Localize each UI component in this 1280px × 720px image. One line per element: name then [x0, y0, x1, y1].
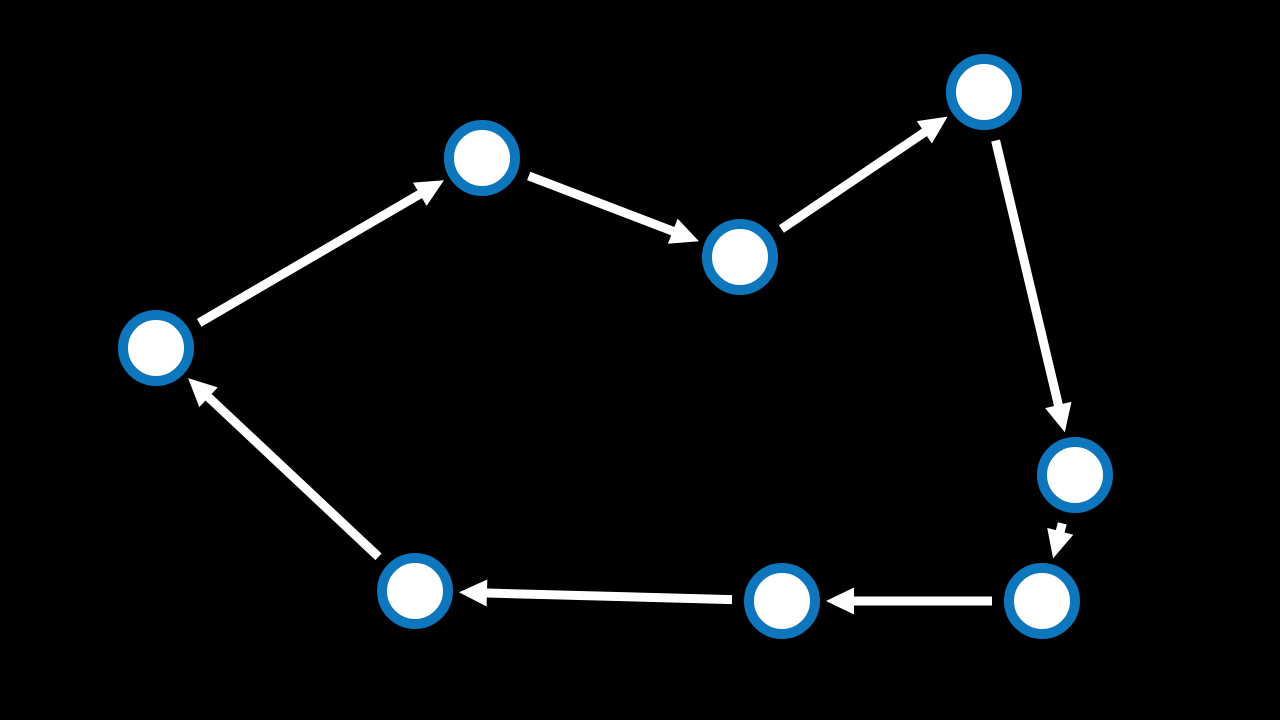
- graph-node-2: [444, 120, 520, 196]
- graph-node-7: [744, 563, 820, 639]
- graph-node-3: [702, 219, 778, 295]
- edge-line-2: [527, 171, 679, 237]
- edge-line-3: [778, 126, 931, 233]
- graph-node-8: [377, 553, 453, 629]
- edge-arrowhead-7: [459, 579, 488, 607]
- edge-arrowhead-3: [916, 116, 948, 144]
- edge-arrowhead-1: [413, 180, 444, 206]
- edge-arrowhead-5: [1047, 527, 1074, 559]
- edge-line-8: [202, 391, 382, 561]
- edge-line-1: [196, 188, 426, 327]
- edge-line-4: [991, 139, 1064, 410]
- graph-node-6: [1004, 563, 1080, 639]
- graph-node-5: [1037, 437, 1113, 513]
- edge-arrowhead-6: [826, 587, 854, 615]
- graph-node-4: [946, 54, 1022, 130]
- edge-line-7: [482, 588, 733, 605]
- edge-arrowhead-2: [667, 218, 699, 244]
- graph-node-1: [118, 310, 194, 386]
- edge-arrowhead-4: [1045, 401, 1072, 433]
- edge-arrowhead-8: [188, 378, 218, 408]
